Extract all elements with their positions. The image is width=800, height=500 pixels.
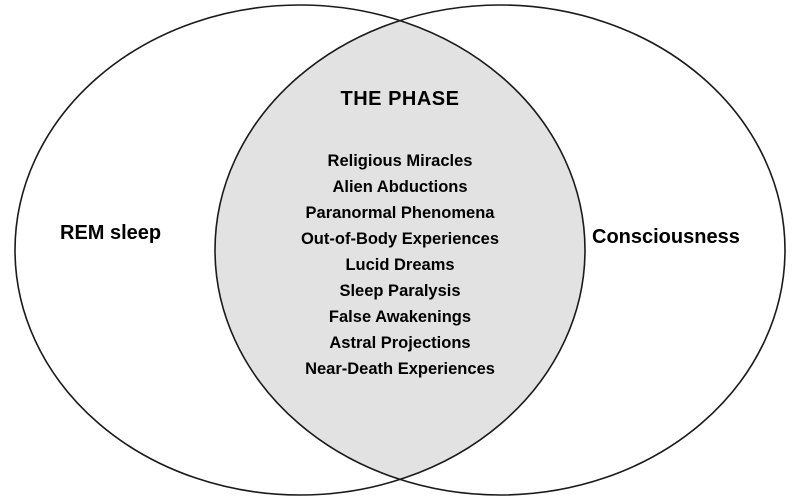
phase-item: Religious Miracles [327, 152, 473, 170]
phase-item: False Awakenings [328, 308, 472, 326]
intersection-title: THE PHASE [340, 88, 460, 110]
phase-item: Sleep Paralysis [339, 282, 461, 300]
phase-item: Astral Projections [329, 334, 471, 352]
left-circle-label: REM sleep [60, 222, 162, 244]
intersection-region [215, 5, 585, 495]
phase-item: Alien Abductions [332, 178, 468, 196]
phase-item: Out-of-Body Experiences [300, 230, 500, 248]
right-circle-label: Consciousness [592, 226, 740, 248]
left-circle [14, 4, 586, 496]
right-circle [214, 4, 786, 496]
phase-item: Paranormal Phenomena [305, 204, 495, 222]
phase-item: Lucid Dreams [345, 256, 455, 274]
phase-item: Near-Death Experiences [305, 360, 495, 378]
